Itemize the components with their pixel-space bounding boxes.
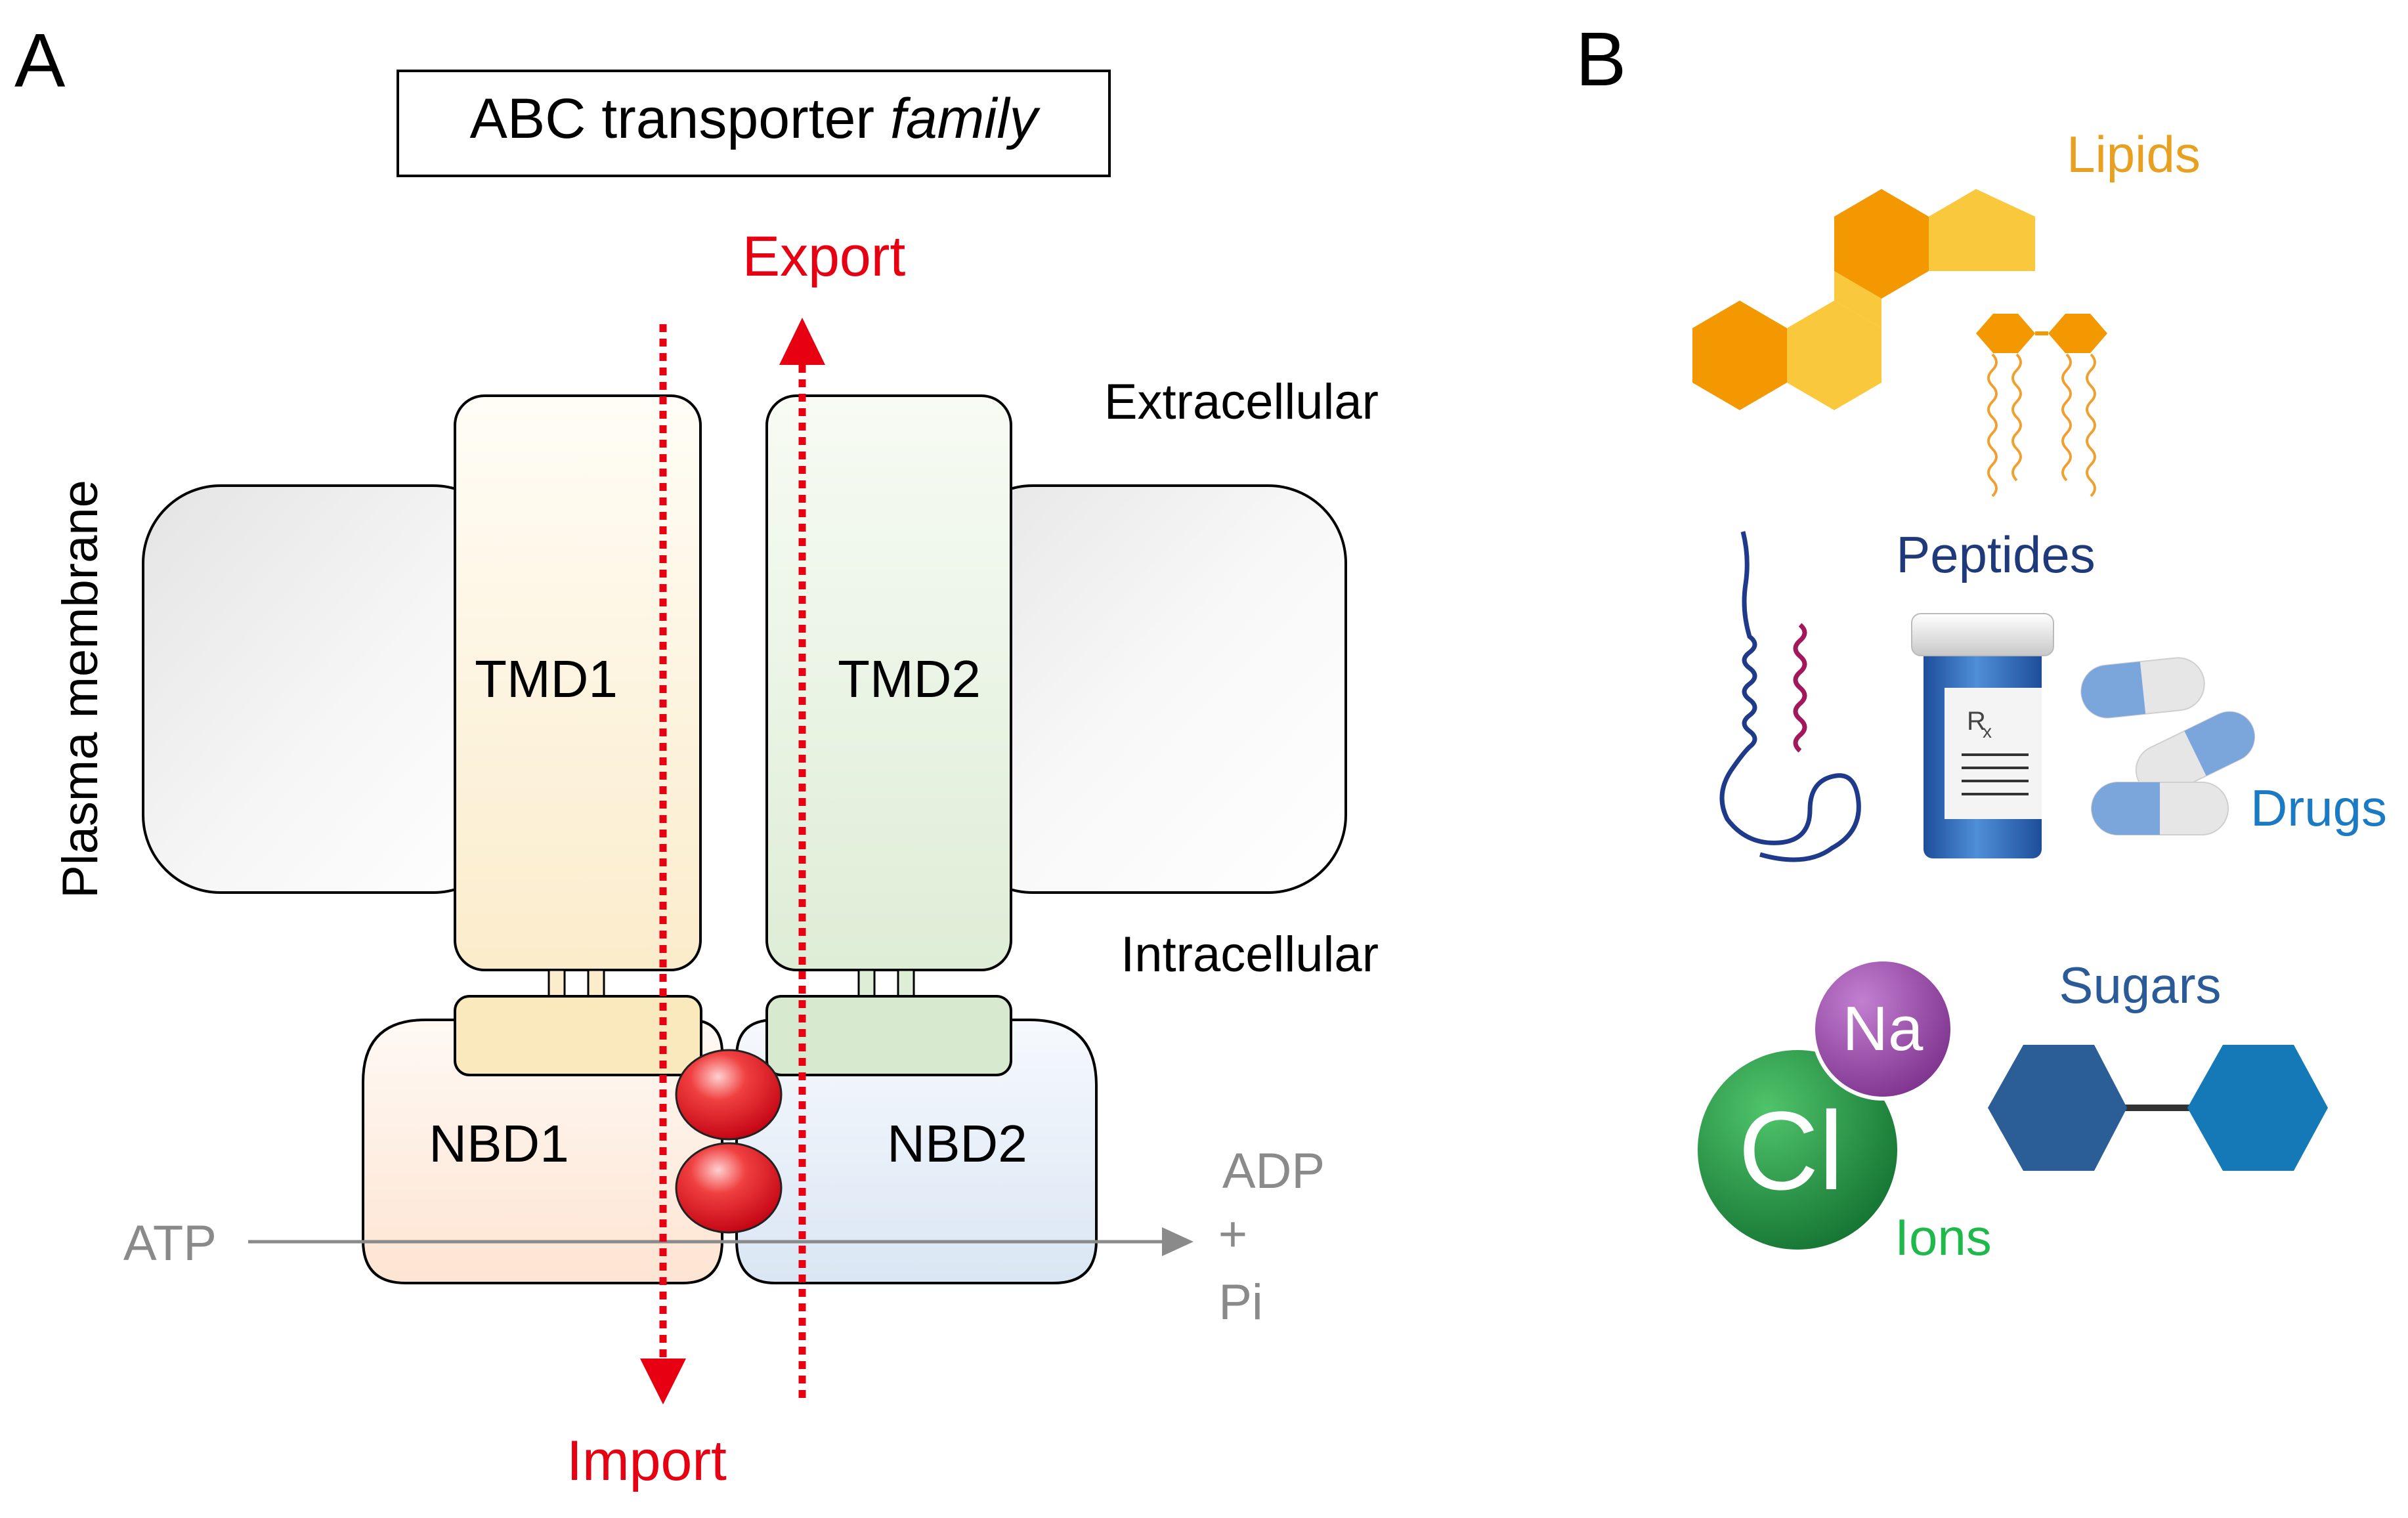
nbd1 <box>362 1019 723 1284</box>
lipid-ring-link <box>1834 271 1881 328</box>
title-main-text: ABC transporter <box>469 87 890 150</box>
cl-label: Cl <box>1738 1089 1844 1213</box>
peptide-icon <box>1719 531 1861 862</box>
atp-binding-site-lower <box>675 1142 783 1234</box>
atp-binding-site-upper <box>675 1049 783 1141</box>
lipid-ring-chain <box>1692 189 2035 410</box>
coupling-helix-2 <box>765 995 1012 1076</box>
bottle-cap <box>1911 613 2054 656</box>
lipids-label: Lipids <box>2067 125 2201 183</box>
drugs-label: Drugs <box>2250 779 2387 837</box>
membrane-right <box>954 484 1347 894</box>
import-label: Import <box>567 1429 727 1492</box>
coupling-helix-1 <box>454 995 702 1076</box>
import-arrowhead <box>640 1359 686 1404</box>
phospholipid-icon <box>1976 314 2107 497</box>
nbd2 <box>735 1019 1098 1284</box>
title-italic-text: family <box>890 87 1041 150</box>
capsule-3 <box>2091 782 2229 835</box>
diagram-title: ABC transporter family <box>469 87 1041 150</box>
peptide-strand-blue <box>1719 531 1861 862</box>
disaccharide-icon <box>1988 1045 2328 1171</box>
panel-a: A ABC transporter family Plasma membrane… <box>14 18 1379 1492</box>
na-label: Na <box>1843 994 1924 1064</box>
plus-label: + <box>1218 1206 1247 1262</box>
nbd2-label: NBD2 <box>887 1114 1027 1173</box>
intracellular-label: Intracellular <box>1121 927 1379 982</box>
export-label: Export <box>742 225 906 288</box>
extracellular-label: Extracellular <box>1104 374 1379 430</box>
sugar-ring-1 <box>1988 1045 2127 1171</box>
capsule-2 <box>2135 711 2256 796</box>
tmd2 <box>765 394 1012 971</box>
cl-ion <box>1698 1050 1897 1250</box>
capsule-1 <box>2080 657 2205 719</box>
panel-b: B Lipids Peptides <box>1576 16 2387 1266</box>
pi-label: Pi <box>1218 1275 1263 1330</box>
phospholipid-tail-2 <box>2011 353 2022 482</box>
tmd1-label: TMD1 <box>475 650 618 708</box>
tmd1 <box>454 394 702 971</box>
ions-label: Ions <box>1895 1208 1991 1266</box>
lipid-ring-1 <box>1692 301 1787 410</box>
sugars-label: Sugars <box>2059 956 2221 1014</box>
atp-label: ATP <box>123 1215 217 1271</box>
rx-subscript: x <box>1983 721 1992 742</box>
phospholipid-head-left <box>1976 314 2035 353</box>
pill-bottle-icon: R x <box>1911 613 2054 858</box>
sugar-ring-2 <box>2187 1045 2328 1171</box>
capsule-icons <box>2080 657 2256 835</box>
tmd2-label: TMD2 <box>838 650 981 708</box>
membrane-label: Plasma membrane <box>53 480 108 898</box>
atp-hydrolysis-arrowhead <box>1162 1227 1193 1256</box>
lipid-ring-3 <box>1834 189 1929 299</box>
rx-label: R <box>1967 707 1986 736</box>
phospholipid-tail-1 <box>1987 353 1998 497</box>
peptides-label: Peptides <box>1896 526 2096 583</box>
lipid-ring-4 <box>1929 189 2035 271</box>
panel-a-letter: A <box>14 18 66 103</box>
phospholipid-tail-4 <box>2086 353 2096 497</box>
peptide-strand-purple <box>1793 623 1807 753</box>
adp-label: ADP <box>1222 1143 1325 1199</box>
phospholipid-head-right <box>2048 314 2107 353</box>
export-arrowhead <box>779 318 825 365</box>
phospholipid-tail-3 <box>2061 353 2072 482</box>
panel-b-letter: B <box>1576 16 1626 102</box>
nbd1-label: NBD1 <box>429 1114 569 1173</box>
title-box <box>397 70 1111 177</box>
na-ion <box>1811 958 1954 1101</box>
lipid-ring-2 <box>1787 301 1881 410</box>
